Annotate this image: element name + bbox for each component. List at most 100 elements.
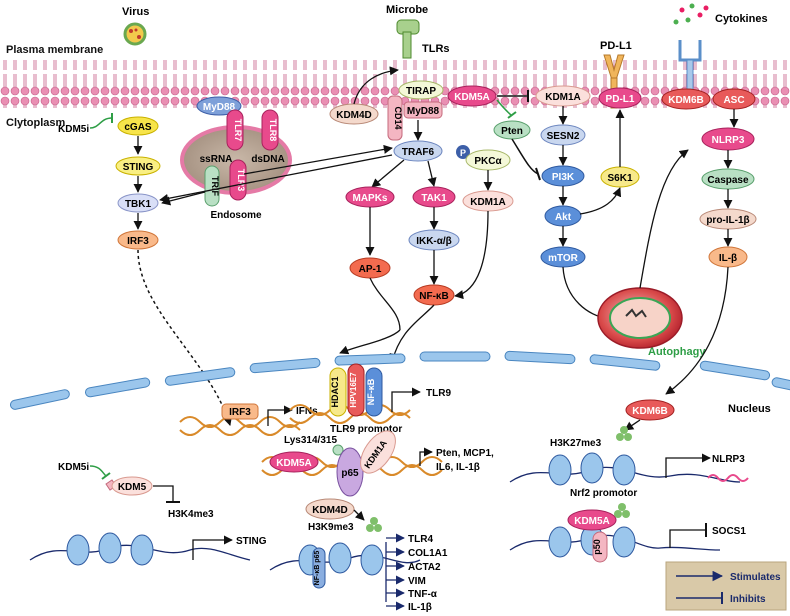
tlr9-promoter-dna: HDAC1 HPV16E7 NF-κB TLR9 TLR9 promotor [289, 363, 451, 435]
virus-icon: Virus [122, 6, 149, 46]
traf6-node: TRAF6 [402, 147, 435, 158]
kdm5i-nuclear-label: KDM5i [58, 462, 89, 473]
asc-node: ASC [723, 95, 744, 106]
kdm4d-chromatin: KDM4D H3K9me3 NF-κB p65 TLR4COL1A1ACTA2V… [269, 498, 448, 613]
h3k9-target-label: TNF-α [408, 589, 438, 600]
myd88-endosome-node: MyD88 [203, 102, 236, 113]
h3k4me3-label: H3K4me3 [168, 509, 214, 520]
hdac1-node: HDAC1 [330, 376, 340, 407]
nlrp3-target-label: NLRP3 [712, 454, 745, 465]
plasma-membrane-label: Plasma membrane [6, 44, 103, 56]
cytokine-receptor-icon: Cytokines [673, 3, 768, 109]
kdm5a-socs1-node: KDM5A [574, 516, 610, 527]
caspase-node: Caspase [707, 175, 749, 186]
akt-node: Akt [555, 212, 572, 223]
dsdna-label: dsDNA [251, 154, 284, 165]
irf3-node: IRF3 [127, 236, 149, 247]
tlr9-promotor-label: TLR9 promotor [330, 424, 402, 435]
nucleus-label: Nucleus [728, 403, 771, 415]
sting-target-label: STING [236, 536, 267, 547]
virus-label: Virus [122, 6, 149, 18]
h3k9-target-label: IL-1β [408, 602, 432, 613]
microbe-label: Microbe [386, 4, 428, 16]
h3k9-target-label: COL1A1 [408, 548, 448, 559]
kdm5a-nuclear-node: KDM5A [276, 458, 312, 469]
il1b-node: IL-β [719, 253, 737, 264]
pdl1-external-label: PD-L1 [600, 40, 632, 52]
kdm1a-top-node: KDM1A [545, 92, 581, 103]
kdm5a-top-node: KDM5A [454, 92, 490, 103]
legend: Stimulates Inhibits [665, 561, 787, 611]
inflammasome-pathway: KDM6B ASC NLRP3 Caspase pro-IL-1β IL-β [661, 88, 757, 395]
kdm6b-nuclear-node: KDM6B [632, 406, 668, 417]
lys-site-label: Lys314/315 [284, 435, 337, 446]
irf3-nuclear-node: IRF3 [229, 407, 251, 418]
myd88-node: MyD88 [407, 106, 440, 117]
trif-node: TRIF [210, 176, 220, 196]
autophagy-label: Autophagy [648, 346, 706, 358]
kdm4d-top-node: KDM4D [336, 110, 372, 121]
tlrs-label: TLRs [422, 43, 450, 55]
ssrna-label: ssRNA [200, 154, 233, 165]
kdm5a-p65-dna: Lys314/315 KDM5A p65 KDM1A Pten, MCP1, I… [261, 430, 494, 497]
tlr7-node: TLR7 [233, 119, 243, 142]
pten-targets2-label: IL6, IL-1β [436, 462, 480, 473]
ikk-node: IKK-α/β [416, 236, 452, 247]
legend-inhibits: Inhibits [730, 594, 766, 605]
cytokines-label: Cytokines [715, 13, 768, 25]
pten-targets-label: Pten, MCP1, [436, 448, 494, 459]
legend-stimulates: Stimulates [730, 572, 781, 583]
mtor-node: mTOR [548, 253, 579, 264]
cd14-node: CD14 [393, 106, 403, 129]
kdm4d-nuclear-node: KDM4D [312, 505, 348, 516]
pi3k-akt-pathway: KDM5A KDM1A Pten SESN2 PI3K Akt mTOR S6K… [447, 85, 642, 322]
kdm5-sting-chromatin: KDM5i KDM5 H3K4me3 STING [29, 462, 267, 566]
tlr-traf6-pathway: KDM4D TIRAP CD14 MyD88 TRAF6 MAPKs TAK1 … [159, 66, 514, 363]
ap1-node: AP-1 [359, 264, 382, 275]
h3k9-target-label: ACTA2 [408, 562, 441, 573]
nrf2-promotor-label: Nrf2 promotor [570, 488, 637, 499]
h3k9-target-label: VIM [408, 576, 426, 587]
cgas-node: cGAS [124, 122, 152, 133]
kdm5a-socs1-chromatin: KDM5A p50 SOCS1 [509, 503, 746, 563]
kdm5i-top-label: KDM5i [58, 124, 89, 135]
nfkb-p65-node: NF-κB p65 [314, 551, 321, 586]
s6k1-node: S6K1 [607, 173, 632, 184]
sesn2-node: SESN2 [547, 131, 580, 142]
pdl1-inner-node: PD-L1 [606, 94, 635, 105]
h3k9me3-label: H3K9me3 [308, 522, 354, 533]
p65-node: p65 [341, 468, 359, 479]
tlr3-node: TLR3 [236, 169, 246, 192]
irf3-dna: IRF3 IFNs [179, 403, 318, 436]
pi3k-node: PI3K [552, 172, 575, 183]
ifns-label: IFNs [296, 406, 318, 417]
pten-node: Pten [501, 126, 523, 137]
hpv16e7-node: HPV16E7 [349, 372, 358, 408]
tlr8-node: TLR8 [268, 119, 278, 142]
pkca-node: PKCα [474, 156, 502, 167]
nlrp3-node: NLRP3 [712, 135, 745, 146]
nfkb-nuclear-node: NF-κB [366, 378, 376, 405]
tbk1-node: TBK1 [125, 199, 152, 210]
nfkb-node: NF-κB [419, 291, 448, 302]
microbe-tlrs: Microbe TLRs [386, 4, 450, 59]
p50-node: p50 [592, 539, 602, 555]
kdm1a-mid-node: KDM1A [470, 197, 506, 208]
nuclear-envelope [9, 350, 790, 410]
socs1-target-label: SOCS1 [712, 526, 746, 537]
tlr9-target-label: TLR9 [426, 388, 451, 399]
h3k27me3-label: H3K27me3 [550, 438, 602, 449]
endosome: MyD88 TLR7 TLR8 ssRNA dsDNA TLR3 TRIF En… [161, 96, 292, 221]
kdm6b-top-node: KDM6B [668, 95, 704, 106]
cgas-sting-pathway: cGAS KDM5i STING TBK1 IRF3 [58, 113, 233, 427]
cytoplasm-label: Clytoplasm [6, 117, 66, 129]
h3k9-target-label: TLR4 [408, 534, 433, 545]
pro-il1b-node: pro-IL-1β [706, 215, 749, 226]
sting-node: STING [123, 162, 154, 173]
phospho-marker: P [460, 148, 466, 158]
tirap-node: TIRAP [406, 86, 436, 97]
kdm5-node: KDM5 [118, 482, 147, 493]
